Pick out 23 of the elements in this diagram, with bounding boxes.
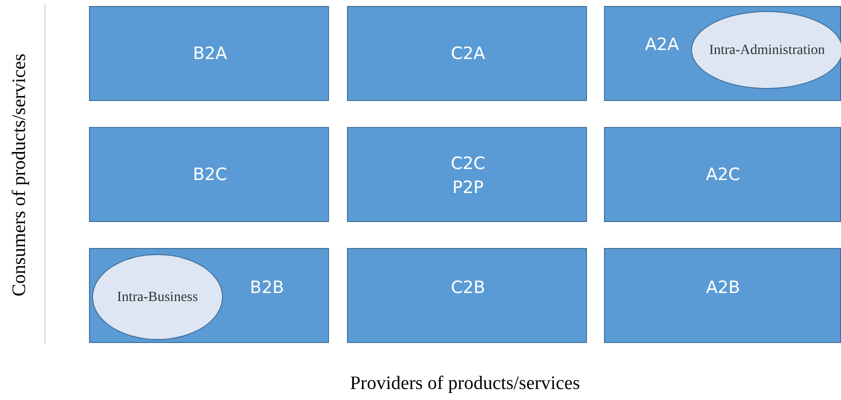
x-axis-title: Providers of products/services (350, 373, 580, 395)
box-label: A2A (644, 34, 680, 56)
category-box (604, 127, 841, 222)
box-label: B2A (192, 43, 228, 65)
box-label: P2P (452, 177, 484, 199)
box-label: A2B (706, 277, 740, 299)
ellipse-label: Intra-Business (116, 288, 199, 306)
box-label: C2A (450, 43, 486, 65)
y-axis-title: Consumers of products/services (9, 54, 31, 296)
box-label: B2C (192, 164, 228, 186)
category-box (604, 248, 841, 343)
category-box (604, 6, 841, 101)
box-label: C2B (450, 277, 486, 299)
box-label: B2B (250, 277, 284, 299)
category-box (347, 127, 587, 222)
box-label: C2C (450, 153, 486, 175)
box-label: A2C (706, 164, 740, 186)
ellipse-label: Intra-Administration (708, 42, 826, 58)
category-box (89, 127, 329, 222)
category-box (89, 6, 329, 101)
category-box (89, 248, 329, 343)
category-box (347, 248, 587, 343)
category-box (347, 6, 587, 101)
